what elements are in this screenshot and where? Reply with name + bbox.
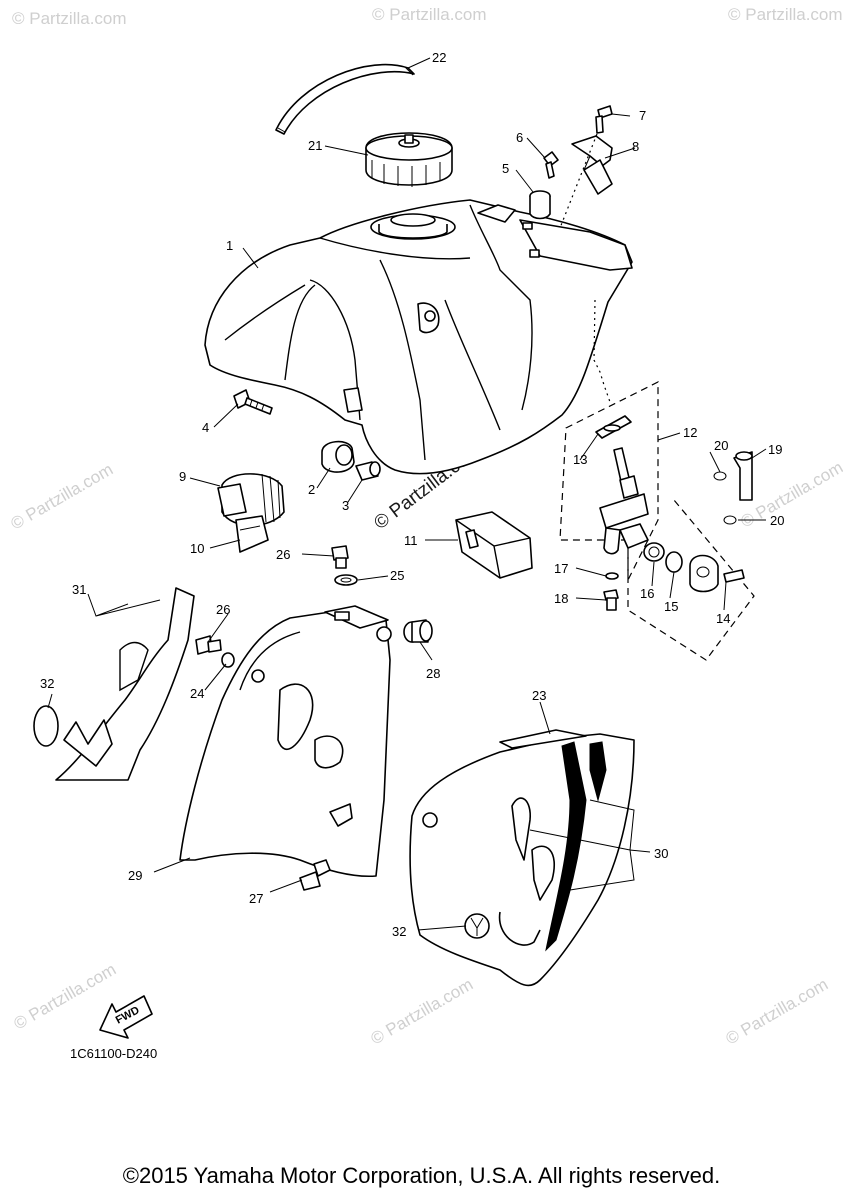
- leader-lines: [47, 57, 767, 931]
- callout-22: 22: [432, 50, 446, 65]
- callout-13: 13: [573, 452, 587, 467]
- callout-19: 19: [768, 442, 782, 457]
- oring-15: [665, 551, 683, 573]
- callout-2: 2: [308, 482, 315, 497]
- collar-25: [334, 574, 358, 586]
- callout-10: 10: [190, 541, 204, 556]
- callout-6: 6: [516, 130, 523, 145]
- fuel-cap: [365, 132, 453, 187]
- callout-7: 7: [639, 108, 646, 123]
- fwd-arrow: FWD: [99, 995, 153, 1039]
- watermark: © Partzilla.com: [368, 975, 477, 1049]
- watermark: © Partzilla.com: [728, 5, 843, 24]
- callout-31: 31: [72, 582, 86, 597]
- collar-24: [221, 652, 235, 668]
- screw-6: [543, 151, 559, 179]
- cup-14: [689, 554, 745, 593]
- washer-17: [605, 572, 619, 580]
- emblem-32b: [464, 913, 490, 939]
- holder-10: [235, 515, 269, 553]
- fitting-9: [217, 473, 285, 527]
- callout-20b: 20: [770, 513, 784, 528]
- callout-28: 28: [426, 666, 440, 681]
- watermark: © Partzilla.com: [372, 5, 487, 24]
- diagram-code: 1C61100-D240: [70, 1046, 158, 1061]
- callout-16: 16: [640, 586, 654, 601]
- callout-29: 29: [128, 868, 142, 883]
- bracket-8: [571, 135, 613, 195]
- callout-15: 15: [664, 599, 678, 614]
- callout-5: 5: [502, 161, 509, 176]
- screw-18: [603, 589, 619, 611]
- callout-14: 14: [716, 611, 730, 626]
- callout-26a: 26: [276, 547, 290, 562]
- bolt-26a: [331, 545, 349, 569]
- screw-7: [595, 105, 613, 134]
- callout-11: 11: [404, 533, 418, 548]
- fuel-tank: [204, 199, 633, 475]
- callout-32b: 32: [392, 924, 406, 939]
- vent-hose: [275, 63, 415, 135]
- graphic-31: [55, 587, 195, 781]
- grommet-28: [403, 619, 433, 643]
- watermark: © Partzilla.com: [8, 460, 117, 534]
- fuel-cock-assembly: [559, 381, 755, 661]
- watermark: © Partzilla.com: [723, 975, 832, 1049]
- hardware-5: [529, 190, 551, 220]
- callout-9: 9: [179, 469, 186, 484]
- callout-30: 30: [654, 846, 668, 861]
- callout-26b: 26: [216, 602, 230, 617]
- copyright-notice: ©2015 Yamaha Motor Corporation, U.S.A. A…: [122, 1163, 721, 1188]
- callout-32a: 32: [40, 676, 54, 691]
- callout-24: 24: [190, 686, 204, 701]
- callouts: 1 2 3 4 5 6 7 8 9 10 11 12 13 14 15 16 1…: [40, 50, 784, 939]
- collar-3: [355, 461, 381, 481]
- clip-20: [713, 471, 737, 525]
- callout-8: 8: [632, 139, 639, 154]
- watermark: © Partzilla.com: [12, 9, 127, 28]
- emblem-32a: [33, 705, 59, 747]
- bolt-4: [233, 389, 273, 415]
- callout-25: 25: [390, 568, 404, 583]
- damper-11: [455, 511, 533, 579]
- rivet-27: [299, 859, 331, 891]
- callout-21: 21: [308, 138, 322, 153]
- callout-1: 1: [226, 238, 233, 253]
- callout-20a: 20: [714, 438, 728, 453]
- callout-12: 12: [683, 425, 697, 440]
- side-cover-right: [409, 729, 635, 987]
- strainer-16: [643, 542, 665, 562]
- bolt-26b: [195, 635, 222, 655]
- callout-23: 23: [532, 688, 546, 703]
- callout-17: 17: [554, 561, 568, 576]
- callout-4: 4: [202, 420, 209, 435]
- hose-19: [733, 451, 753, 501]
- callout-27: 27: [249, 891, 263, 906]
- damper-2: [321, 440, 355, 473]
- callout-18: 18: [554, 591, 568, 606]
- callout-3: 3: [342, 498, 349, 513]
- side-cover-left: [179, 605, 392, 878]
